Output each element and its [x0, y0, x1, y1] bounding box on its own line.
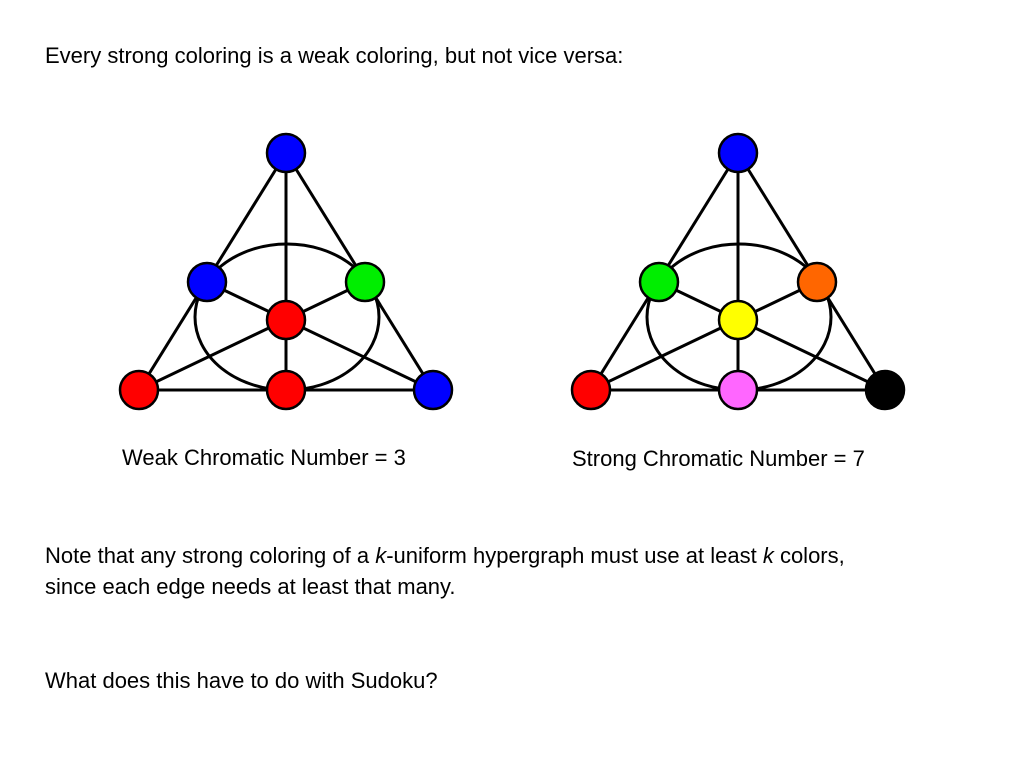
weak-node-top: [265, 132, 307, 174]
strong-node-bottom-left: [570, 369, 612, 411]
note-line-1: Note that any strong coloring of a k-uni…: [45, 541, 845, 571]
edge-median-from-bottom-left: [138, 280, 366, 392]
edge-median-from-bottom-left: [590, 280, 818, 392]
edge-median-from-bottom-right: [658, 280, 886, 392]
note-text-3: colors,: [773, 543, 845, 568]
question-text: What does this have to do with Sudoku?: [45, 668, 438, 693]
strong-node-bottom-mid: [717, 369, 759, 411]
weak-node-mid-right: [344, 261, 386, 303]
weak-nodes: [118, 132, 454, 411]
weak-caption: Weak Chromatic Number = 3: [122, 445, 406, 470]
slide-heading: Every strong coloring is a weak coloring…: [45, 43, 624, 68]
edge-median-from-bottom-right: [206, 280, 434, 392]
strong-nodes: [570, 132, 906, 411]
strong-node-top: [717, 132, 759, 174]
note-variable-k: k: [762, 543, 774, 568]
note-variable-k: k: [375, 543, 387, 568]
note-text-1: Note that any strong coloring of a: [45, 543, 376, 568]
weak-edges: [137, 152, 435, 392]
weak-node-mid-left: [186, 261, 228, 303]
strong-caption: Strong Chromatic Number = 7: [572, 446, 865, 471]
strong-node-mid-left: [638, 261, 680, 303]
strong-edges: [589, 152, 887, 392]
note-line-2: since each edge needs at least that many…: [45, 574, 456, 599]
strong-node-mid-right: [796, 261, 838, 303]
weak-node-bottom-right: [412, 369, 454, 411]
note-text-2: -uniform hypergraph must use at least: [386, 543, 763, 568]
weak-node-bottom-mid: [265, 369, 307, 411]
weak-node-center: [265, 299, 307, 341]
weak-node-bottom-left: [118, 369, 160, 411]
strong-node-center: [717, 299, 759, 341]
strong-node-bottom-right: [864, 369, 906, 411]
